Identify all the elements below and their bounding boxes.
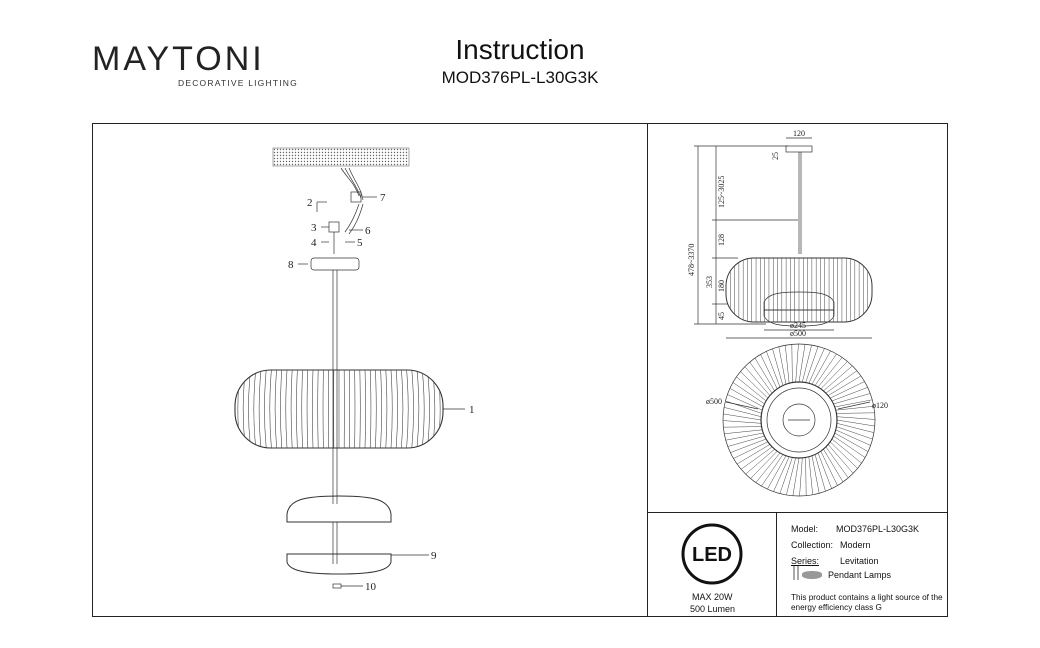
type-value: Pendant Lamps	[828, 570, 892, 580]
led-icon: LED	[681, 523, 743, 585]
terminal-block	[350, 191, 362, 203]
dim-label: ø500	[706, 397, 722, 406]
vertical-divider	[647, 123, 648, 617]
dim-label: ø500	[790, 329, 806, 338]
part-label: 1	[469, 404, 475, 416]
dim-label: 125~3025	[717, 176, 726, 208]
collection-value: Modern	[840, 540, 871, 550]
part-label: 8	[288, 259, 294, 271]
dim-label: 120	[793, 129, 805, 138]
pendant-lamp-icon	[793, 566, 822, 580]
brand-tagline: DECORATIVE LIGHTING	[178, 78, 298, 88]
energy-note: This product contains a light source of …	[791, 593, 943, 612]
model-code: MOD376PL-L30G3K	[441, 68, 599, 87]
top-view-center	[782, 403, 816, 437]
shade-ribs	[235, 370, 443, 448]
part-label: 10	[365, 581, 377, 593]
dim-label: 45	[717, 312, 726, 320]
bottom-disk	[286, 553, 392, 575]
series-label: Series:	[791, 556, 820, 566]
spec-divider	[776, 512, 777, 617]
wires-lower	[344, 203, 364, 235]
canopy-clip	[328, 221, 340, 233]
diffuser	[286, 495, 392, 523]
assembly-drawing: 1 2 3 4 5 6 7 8 9 10	[234, 147, 475, 593]
led-badge-text: LED	[692, 544, 732, 566]
model-value: MOD376PL-L30G3K	[836, 524, 920, 534]
dim-label: ø120	[872, 401, 888, 410]
brand-logo: MAYTONI	[92, 40, 265, 78]
dim-label: 25	[771, 152, 780, 160]
collection-label: Collection:	[791, 540, 834, 550]
ceiling	[272, 147, 410, 167]
horizontal-divider	[647, 512, 948, 513]
wires	[340, 167, 364, 201]
top-view-outer	[722, 343, 876, 497]
dim-label: 128	[717, 234, 726, 246]
model-label: Model:	[791, 524, 819, 534]
side-canopy	[785, 145, 813, 153]
part-label: 3	[311, 222, 317, 234]
part-label: 4	[311, 237, 317, 249]
dim-label: 478~3370	[687, 244, 696, 276]
part-label: 5	[357, 237, 363, 249]
dim-label: 180	[717, 280, 726, 292]
top-view-inner	[760, 381, 838, 459]
dim-label: ø245	[790, 321, 806, 330]
screw	[332, 583, 342, 589]
led-lumen: 500 Lumen	[690, 604, 736, 614]
part-label: 2	[307, 197, 313, 209]
part-label: 9	[431, 550, 437, 562]
part-label: 7	[380, 192, 386, 204]
dimension-drawing: 120 25 125~3025 478~3370 128 353 180 45 …	[687, 129, 888, 497]
led-power: MAX 20W	[692, 592, 733, 602]
dim-label: 353	[705, 276, 714, 288]
series-value: Levitation	[840, 556, 879, 566]
canopy	[310, 257, 360, 271]
outer-frame	[92, 123, 948, 617]
page-title: Instruction	[455, 34, 585, 65]
part-label: 6	[365, 225, 371, 237]
